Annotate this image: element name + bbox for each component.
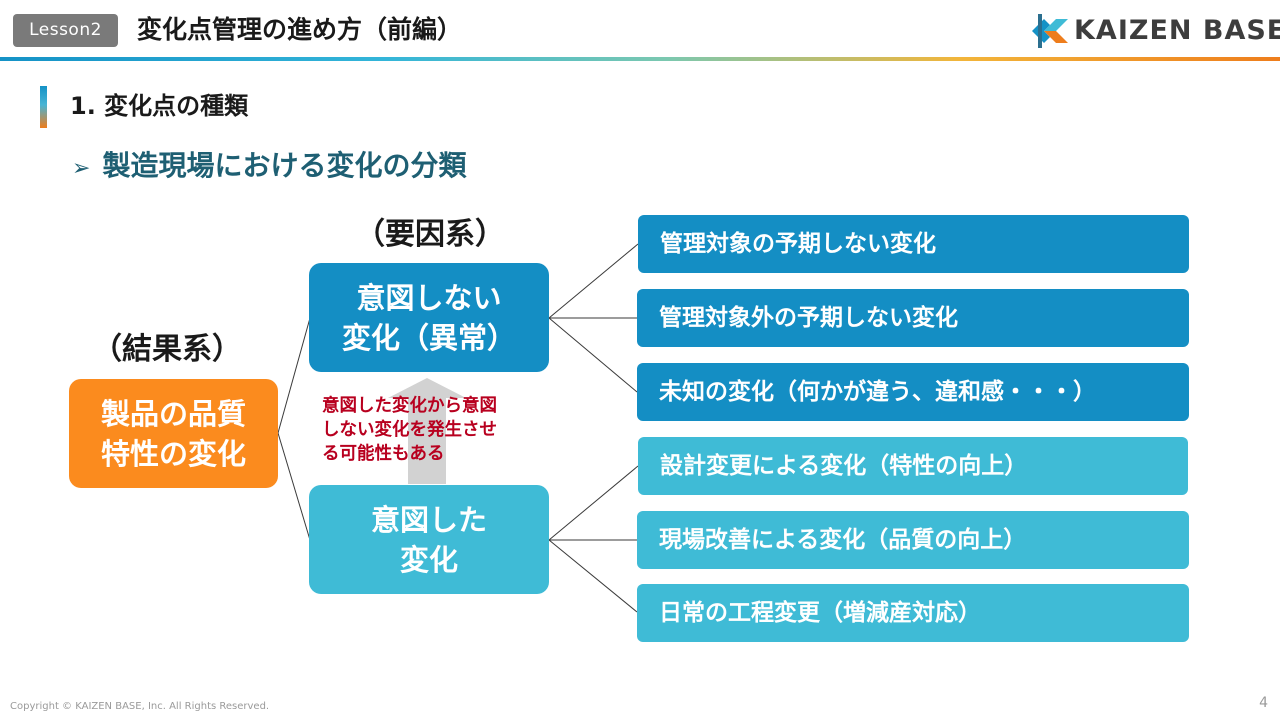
result-box: 製品の品質 特性の変化 bbox=[69, 379, 278, 488]
header-gradient-rule bbox=[0, 57, 1280, 61]
subtitle: ➢ 製造現場における変化の分類 bbox=[72, 146, 466, 189]
page-number: 4 bbox=[1259, 695, 1268, 711]
cause-label: （要因系） bbox=[355, 217, 505, 252]
copyright-text: Copyright © KAIZEN BASE, Inc. All Rights… bbox=[10, 701, 270, 712]
intended-item-1: 設計変更による変化（特性の向上） bbox=[638, 437, 1188, 495]
up-arrow-icon bbox=[388, 378, 466, 484]
unintended-change-box: 意図しない 変化（異常） bbox=[309, 263, 549, 372]
unintended-box-line-2: 変化（異常） bbox=[341, 320, 516, 355]
note-line-1: 意図した変化から意図 bbox=[322, 396, 497, 416]
connector-result-to-intended bbox=[277, 432, 311, 541]
intended-item-3: 日常の工程変更（増減産対応） bbox=[637, 584, 1189, 642]
connector-result-to-unintended bbox=[277, 317, 311, 434]
result-box-line-2: 特性の変化 bbox=[100, 436, 246, 471]
arrow-bullet-icon: ➢ bbox=[72, 156, 91, 181]
note-text: 意図した変化から意図 しない変化を発生させ る可能性もある bbox=[322, 394, 542, 466]
section-title: 1. 変化点の種類 bbox=[70, 92, 249, 120]
intended-box-line-2: 変化 bbox=[399, 542, 458, 577]
intended-change-box: 意図した 変化 bbox=[309, 485, 549, 594]
connector-intended-item-3 bbox=[548, 539, 638, 613]
intended-item-2: 現場改善による変化（品質の向上） bbox=[637, 511, 1189, 569]
intended-box-line-1: 意図した bbox=[370, 502, 487, 537]
result-label: （結果系） bbox=[92, 332, 242, 367]
logo-text: KAIZEN BASE bbox=[1074, 15, 1280, 46]
lesson-badge: Lesson2 bbox=[13, 14, 118, 47]
connector-unintended-item-1 bbox=[548, 243, 639, 319]
slide-header: Lesson2 変化点管理の進め方（前編） KAIZEN BASE bbox=[0, 0, 1280, 62]
note-line-3: る可能性もある bbox=[322, 444, 445, 464]
subtitle-text: 製造現場における変化の分類 bbox=[102, 149, 467, 182]
unintended-item-3: 未知の変化（何かが違う、違和感・・・） bbox=[637, 363, 1189, 421]
kaizen-base-logo-mark-icon bbox=[1032, 14, 1068, 48]
result-box-line-1: 製品の品質 bbox=[100, 396, 246, 431]
connector-unintended-item-3 bbox=[548, 317, 638, 393]
section-accent-bar bbox=[40, 86, 47, 128]
slide-title: 変化点管理の進め方（前編） bbox=[137, 15, 463, 44]
kaizen-base-logo: KAIZEN BASE bbox=[1030, 10, 1280, 52]
unintended-item-1: 管理対象の予期しない変化 bbox=[638, 215, 1189, 273]
connector-intended-item-1 bbox=[548, 465, 639, 541]
unintended-item-2: 管理対象外の予期しない変化 bbox=[637, 289, 1189, 347]
note-line-2: しない変化を発生させ bbox=[322, 420, 497, 440]
unintended-box-line-1: 意図しない bbox=[356, 280, 502, 315]
